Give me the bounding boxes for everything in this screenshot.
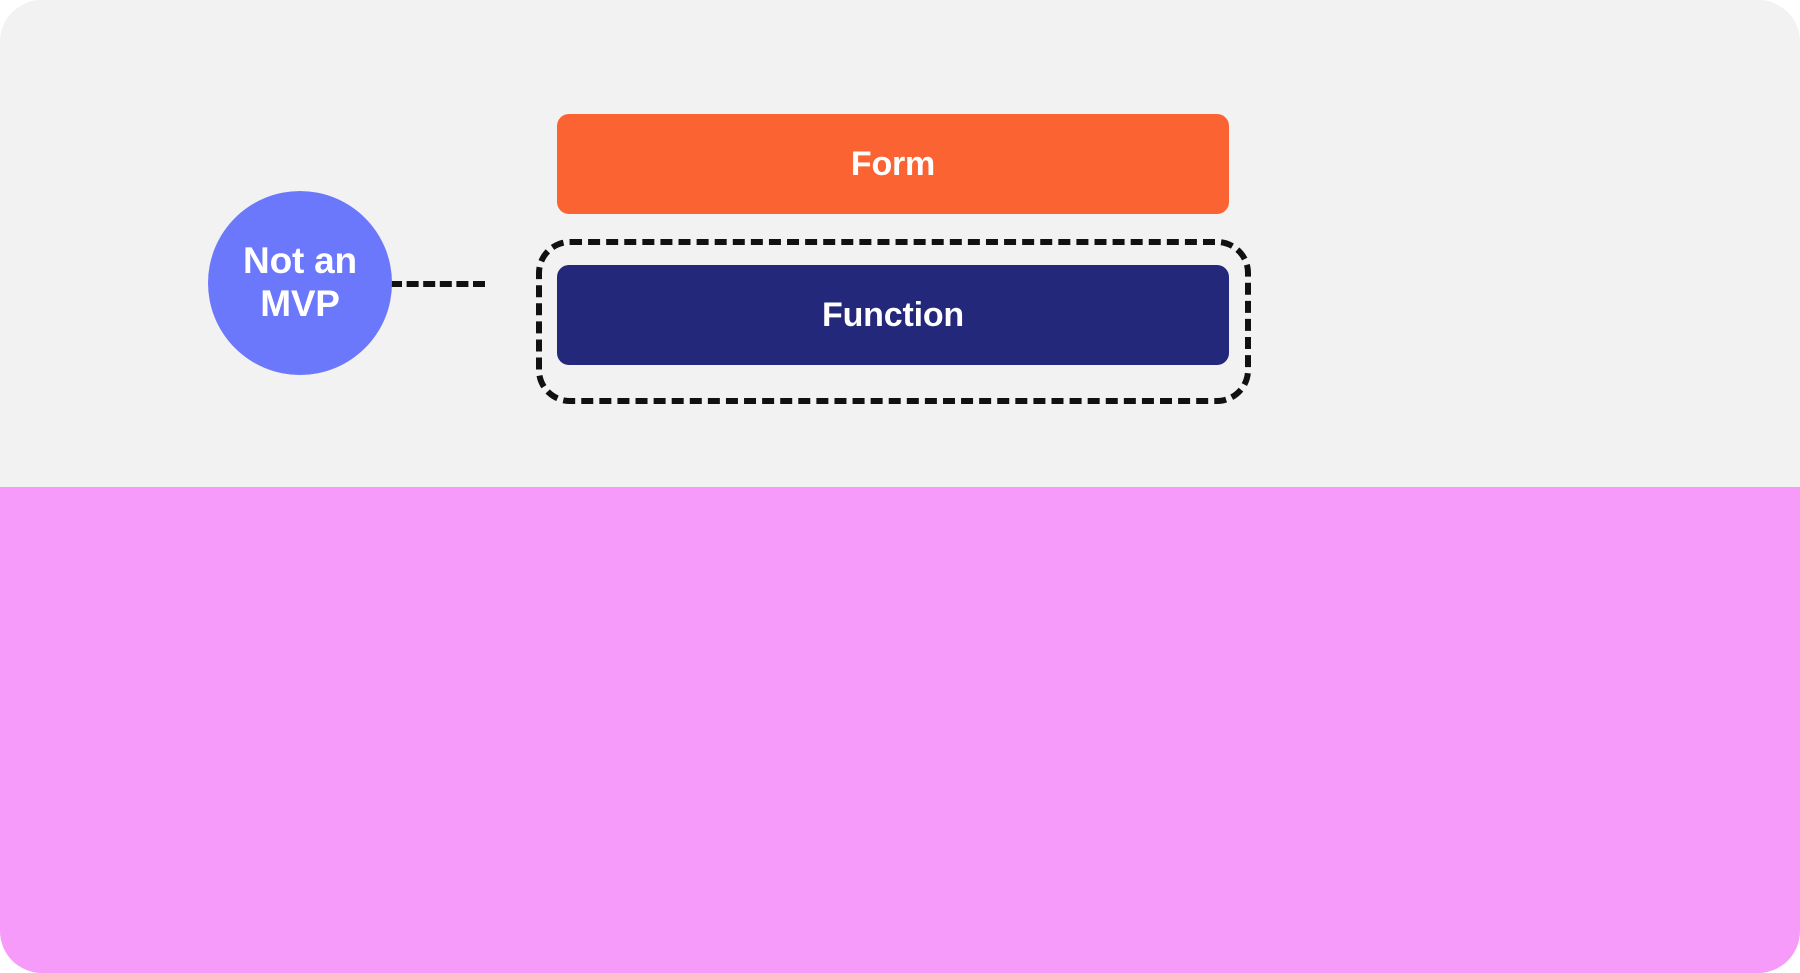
section-not-an-mvp: Form Function Not an MVP — [208, 114, 1251, 404]
bar-function-not-mvp: Function — [557, 265, 1229, 365]
circle-not-an-mvp: Not an MVP — [208, 191, 392, 375]
dashed-enclosure-function-only — [536, 239, 1251, 404]
bar-form-label: Form — [850, 144, 936, 183]
bar-function-label: Function — [822, 295, 964, 334]
section-the-mvp: Form Function The MVP — [0, 487, 1800, 973]
circle-not-an-mvp-label: Not an MVP — [243, 240, 357, 324]
connector-line-not-mvp — [390, 281, 485, 287]
bar-form-not-mvp: Form — [557, 114, 1229, 214]
